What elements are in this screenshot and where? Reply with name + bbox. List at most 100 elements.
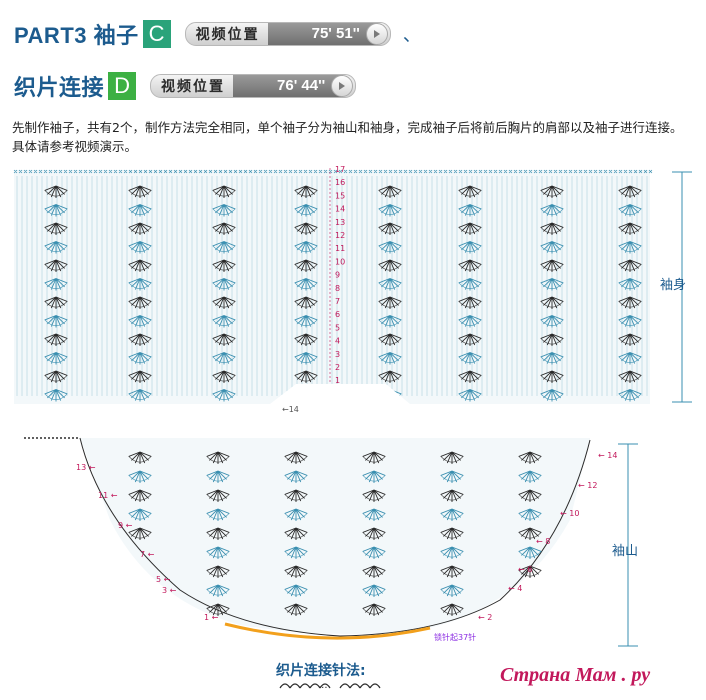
shell-stitch: [44, 315, 68, 328]
foundation-chain: [224, 622, 431, 640]
shell-stitch: [128, 296, 152, 309]
shell-stitch: [362, 489, 386, 502]
shell-arc: [458, 208, 482, 215]
top-edge-row: [13, 169, 653, 174]
shell-arc: [44, 356, 68, 363]
shell-arc: [128, 208, 152, 215]
shell-stitch: [378, 185, 402, 198]
shell-arc: [206, 493, 230, 501]
cap-row-number: 5 ←: [156, 575, 171, 584]
shell-arc: [440, 512, 464, 520]
shell-stitch: [128, 241, 152, 254]
shell-stitch: [206, 527, 230, 540]
shell-arc: [206, 588, 230, 596]
shell-arc: [518, 550, 542, 558]
shell-stitch: [284, 451, 308, 464]
shell-stitch: [540, 222, 564, 235]
shell-arc: [128, 300, 152, 308]
shell-arc: [440, 474, 464, 482]
shell-stitch: [362, 451, 386, 464]
shell-arc: [212, 374, 236, 382]
shell-stitch: [284, 584, 308, 597]
shell-stitch: [378, 333, 402, 346]
shell-arc: [378, 245, 402, 252]
cap-row-number: ← 2: [478, 613, 492, 622]
shell-arc: [212, 263, 236, 271]
shell-arc: [518, 455, 542, 463]
joining-symbol: [279, 683, 381, 689]
video-position-control[interactable]: 视频位置 75' 51'': [184, 22, 391, 46]
shell-arc: [44, 337, 68, 345]
shell-arc: [458, 263, 482, 271]
shell-arc: [440, 588, 464, 596]
shell-stitch: [540, 352, 564, 365]
video-time: 75' 51'': [267, 23, 378, 45]
shell-arc: [294, 189, 318, 197]
shell-stitch: [440, 584, 464, 597]
shell-stitch: [440, 489, 464, 502]
shell-stitch: [128, 259, 152, 272]
row-number: 1: [335, 376, 340, 385]
shell-arc: [378, 263, 402, 271]
shell-stitch: [206, 603, 230, 616]
shell-stitch: [294, 278, 318, 291]
shell-arc: [212, 189, 236, 197]
sleeve-body-label: 袖身: [660, 278, 687, 293]
shell-arc: [294, 263, 318, 271]
cap-row-number: ← 10: [560, 509, 579, 518]
row-number: 11: [335, 244, 345, 253]
shell-stitch: [44, 278, 68, 291]
shell-arc: [540, 356, 564, 363]
shell-arc: [618, 245, 642, 252]
shell-stitch: [540, 333, 564, 346]
cap-bracket: [618, 443, 638, 647]
shell-arc: [128, 393, 152, 400]
shell-stitch: [618, 241, 642, 254]
shell-stitch: [294, 259, 318, 272]
shell-arc: [128, 282, 152, 289]
shell-arc: [540, 337, 564, 345]
shell-arc: [440, 531, 464, 539]
shell-arc: [618, 282, 642, 289]
shell-stitch: [44, 204, 68, 217]
shell-arc: [440, 569, 464, 577]
cap-outline: [79, 437, 591, 637]
shell-stitch: [518, 565, 542, 578]
cap-row-number: ← 8: [536, 537, 550, 546]
shell-stitch: [518, 451, 542, 464]
shell-arc: [540, 189, 564, 197]
shell-stitch: [458, 296, 482, 309]
shell-arc: [44, 189, 68, 197]
play-icon[interactable]: [365, 23, 388, 45]
shell-stitch: [378, 370, 402, 383]
shell-arc: [284, 512, 308, 520]
shell-arc: [458, 282, 482, 289]
shell-stitch: [540, 315, 564, 328]
shell-arc: [540, 226, 564, 234]
shell-stitch: [128, 370, 152, 383]
shell-arc: [212, 282, 236, 289]
shell-arc: [212, 319, 236, 326]
shell-stitch: [44, 241, 68, 254]
shell-arc: [284, 493, 308, 501]
play-icon[interactable]: [331, 75, 354, 97]
shell-arc: [540, 263, 564, 271]
video-position-label: 视频位置: [195, 27, 260, 43]
shell-arc: [362, 493, 386, 501]
shell-arc: [458, 374, 482, 382]
shell-stitch: [284, 508, 308, 521]
shell-arc: [458, 245, 482, 252]
shell-stitch: [440, 470, 464, 483]
shell-stitch: [378, 296, 402, 309]
shell-stitch: [212, 333, 236, 346]
shell-stitch: [540, 389, 564, 402]
shell-stitch: [284, 489, 308, 502]
video-position-control[interactable]: 视频位置 76' 44'': [150, 74, 357, 98]
separator: 、: [402, 25, 421, 46]
shell-arc: [128, 319, 152, 326]
shell-arc: [362, 550, 386, 558]
row-number: 15: [335, 191, 345, 200]
shell-stitch: [128, 204, 152, 217]
shell-arc: [294, 356, 318, 363]
shell-arc: [212, 300, 236, 308]
